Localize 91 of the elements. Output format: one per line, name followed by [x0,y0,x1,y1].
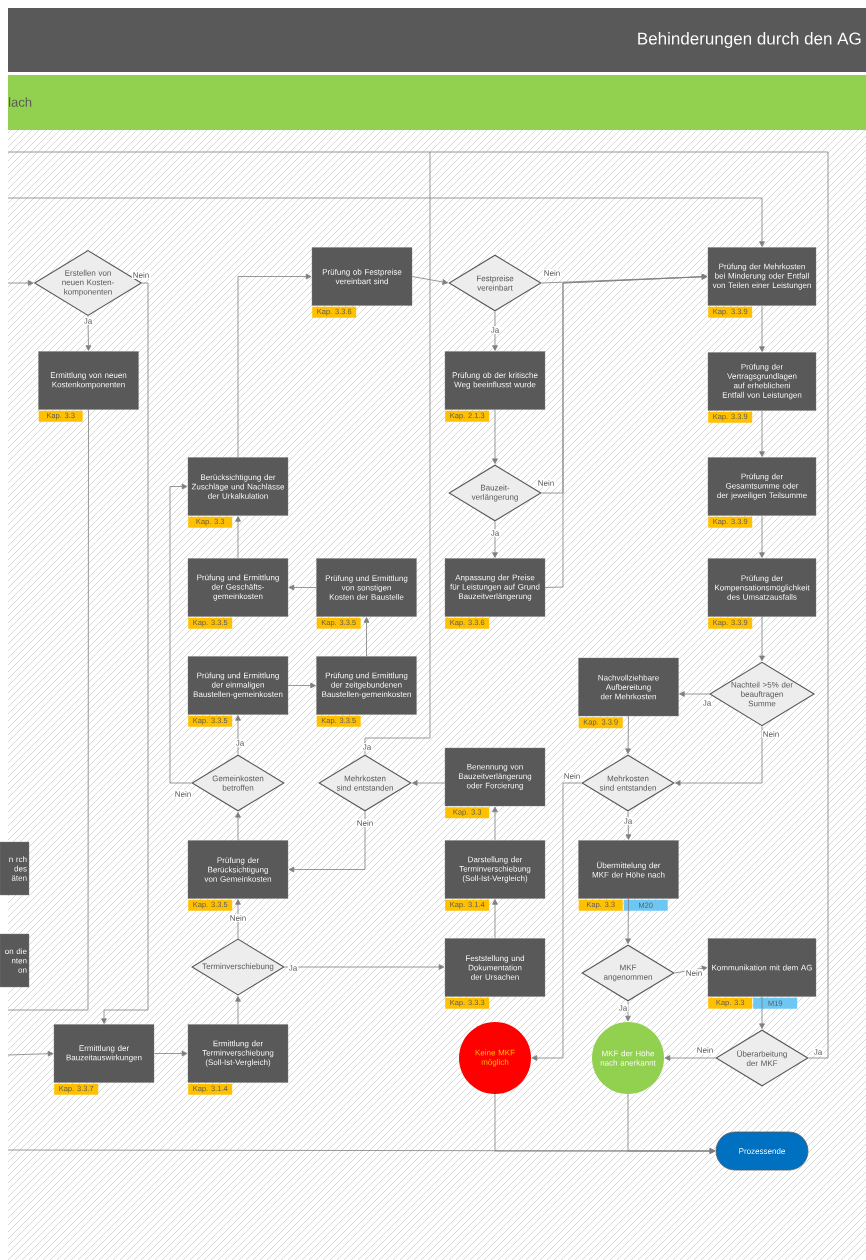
arrow [759,410,765,457]
connector-line [7,409,89,1011]
arrow [759,305,765,352]
process-box: Prüfung der Berücksichtigung von Gemeinkosten [187,840,289,899]
edge-label: Nein [355,819,375,827]
arrow [492,311,498,351]
arrow [625,715,631,754]
arrow [284,964,445,970]
arrow [363,617,370,657]
edge-label: Nein [173,790,193,798]
process-box: Feststellung und Dokumentation der Ursachen [444,938,546,997]
process-box: Prüfung ob Festpreise vereinbart sind [311,247,413,306]
process-box: Prüfung der Vertragsgrundlagen auf erheblicheni Entfall von Leistungen [707,352,817,411]
arrow [288,811,366,873]
arrow [679,691,710,697]
edge-label: Nein [562,772,582,780]
process-box: on die nten on [0,933,30,988]
process-box: Übermittelung der MKF der Höhe nach [578,840,679,899]
edge-label: Nein [131,271,151,279]
arrow [7,280,34,286]
process-box: Prüfung ob der kritische Weg beeinflusst wurde [444,351,546,410]
edge-label: Ja [82,317,94,325]
arrow [235,516,241,559]
arrow [544,273,708,588]
arrow [759,515,765,558]
arrow [492,806,498,841]
arrow [412,780,446,786]
arrow [492,521,498,558]
process-box: Prüfung der Kompensationsmöglichkeit des Umsatzausfalls [707,558,817,617]
arrow [492,899,498,939]
arrow [153,1050,188,1057]
arrow [235,996,241,1025]
arrow [85,315,92,351]
process-box: Darstellung der Terminverschiebung (Soll-Ist-Vergleich) [444,840,546,899]
process-box: Ermittlung von neuen Kostenkomponenten [38,351,139,410]
edge-label: Nein [542,269,562,277]
edge-label: Nein [684,969,704,977]
arrow [675,726,763,786]
arrow [759,996,765,1029]
process-box: Nachvollziehbare Aufbereitung der Mehrkosten [578,657,679,717]
process-box: Anpassung der Preise für Leistungen auf Grund Bauzeitverlängerung [444,558,546,617]
process-box: Berücksichtigung der Zuschläge und Nachlässe der Urkalkulation [187,457,289,516]
connector-line [364,151,431,755]
edge-label: Nein [536,479,556,487]
arrow [759,616,765,662]
terminator: Prozessende [715,1131,809,1171]
arrow [235,812,241,841]
arrow [411,276,448,285]
edge-label: Ja [617,1004,629,1012]
process-box: Benennung von Bauzeitverlängerung oder Forcierung [444,747,546,807]
edge-label: Ja [701,699,713,707]
process-box: Prüfung der Gesamtsumme oder der jeweiligen Teilsumme [707,457,817,516]
edge-label: Ja [361,743,373,751]
arrow [625,811,632,840]
edge-label: Ja [287,964,299,972]
arrow [287,682,316,689]
process-box: n rch des äten [0,841,30,896]
process-box: Ermittlung der Bauzeitauswirkungen [53,1024,155,1083]
process-box: Kommunikation mit dem AG [707,938,817,997]
lane-header: lach [8,75,866,130]
edge-label: Ja [234,739,246,747]
edge-label: Nein [695,1046,715,1054]
edge-label: Ja [489,529,501,537]
process-box: Ermittlung der Terminverschiebung (Soll-Ist-Vergleich) [187,1024,289,1083]
arrow [492,409,498,464]
edge-label: Ja [489,326,501,334]
edge-label: Nein [228,914,248,922]
process-box: Prüfung und Ermittlung der zeitgebundenen Baustellen-gemeinkosten [316,656,417,715]
process-box: Prüfung und Ermittlung der einmaligen Baustellen-gemeinkosten [187,656,289,715]
edge-label: Ja [812,1048,824,1056]
arrow [7,197,765,247]
process-box: Prüfung und Ermittlung der Geschäfts-gemeinkosten [187,558,289,617]
process-box: Prüfung der Mehrkosten bei Minderung oder Entfall von Teilen einer Leistungen [707,247,817,306]
process-box: Prüfung und Ermittlung von sonstigen Kosten der Baustelle [316,558,417,617]
arrow [531,782,582,1061]
arrow [625,1001,631,1022]
arrow [237,273,312,458]
arrow [7,1050,54,1057]
arrow [235,715,241,755]
arrow [664,1055,716,1061]
connector-line [7,151,829,1059]
arrow [169,483,192,784]
header-bar: Behinderungen durch den AG [8,8,866,72]
edge-label: Ja [622,817,634,825]
edge-label: Nein [761,730,781,738]
arrow [625,898,631,944]
arrow [7,1148,716,1154]
arrow [674,965,708,974]
arrow [288,584,317,591]
arrow [235,899,241,939]
arrow [101,282,149,1024]
